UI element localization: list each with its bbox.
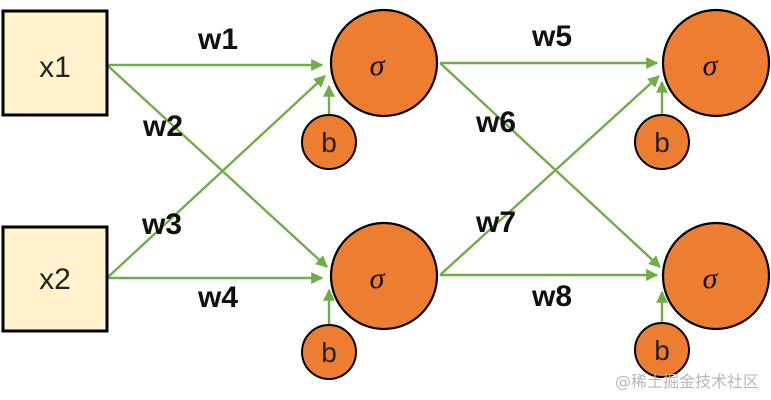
weight-label-w2: w2 — [142, 110, 183, 143]
output-neuron-2 — [661, 221, 771, 331]
output-neuron-1 — [661, 8, 771, 118]
input-label-x2: x2 — [39, 263, 71, 296]
bias-label-o2: b — [654, 335, 670, 366]
weight-label-w7: w7 — [475, 206, 516, 239]
hidden-neuron-1 — [329, 8, 439, 118]
edge-x1-h2 — [106, 64, 328, 268]
bias-label-o1: b — [654, 127, 670, 158]
activation-label-h2: σ — [370, 262, 386, 295]
weight-label-w1: w1 — [197, 23, 238, 56]
bias-node-o1 — [634, 114, 690, 170]
bias-label-h1: b — [321, 127, 337, 158]
weight-label-w6: w6 — [475, 106, 516, 139]
activation-label-o2: σ — [703, 262, 719, 295]
edge-x2-h1 — [106, 75, 326, 279]
edge-h2-o1 — [439, 75, 660, 276]
watermark: @稀土掘金技术社区 — [614, 372, 759, 391]
edge-h1-o2 — [439, 62, 661, 268]
weight-label-w8: w8 — [531, 280, 572, 313]
weight-label-w3: w3 — [141, 208, 182, 241]
bias-label-h2: b — [321, 337, 337, 368]
bias-node-h1 — [301, 114, 357, 170]
input-node-x2 — [1, 225, 109, 333]
activation-label-o1: σ — [703, 49, 719, 82]
weight-label-w4: w4 — [197, 281, 238, 314]
input-label-x1: x1 — [39, 51, 71, 84]
bias-node-h2 — [301, 324, 357, 380]
hidden-neuron-2 — [329, 221, 439, 331]
activation-label-h1: σ — [370, 49, 386, 82]
input-node-x1 — [1, 9, 109, 117]
weight-label-w5: w5 — [531, 20, 572, 53]
bias-node-o2 — [634, 322, 690, 378]
